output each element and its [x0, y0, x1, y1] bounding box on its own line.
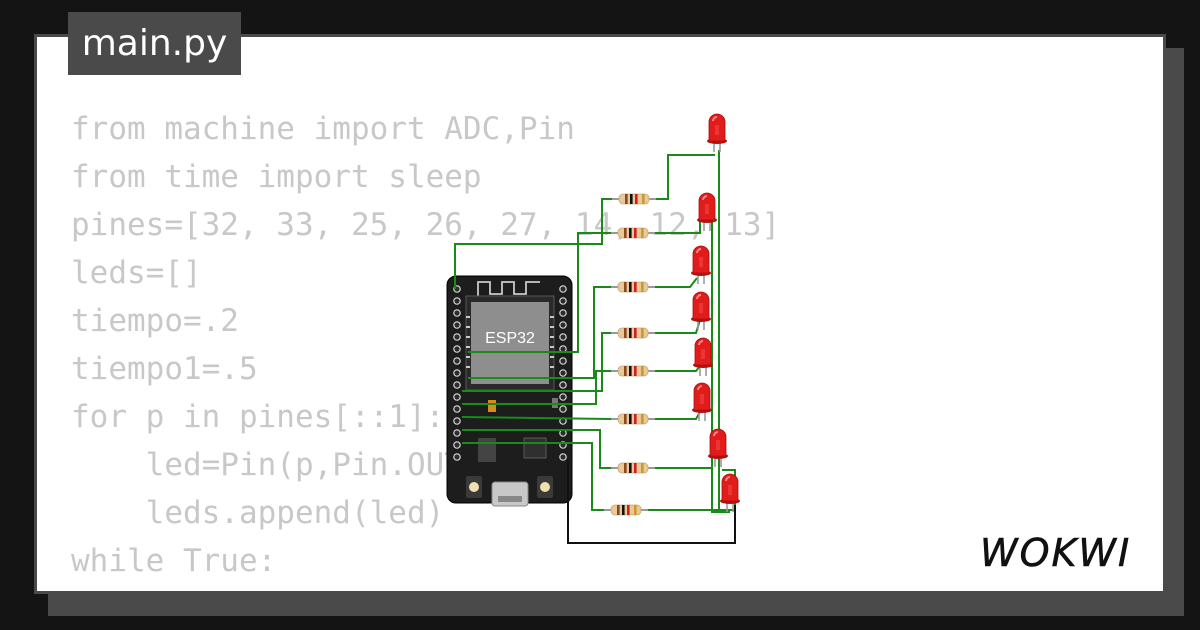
led[interactable]	[706, 113, 728, 153]
code-line: while True:	[71, 543, 277, 579]
code-line: for p in pines[::1]:	[71, 399, 445, 435]
preview-card: from machine import ADC,Pin from time im…	[34, 34, 1166, 594]
code-line: from machine import ADC,Pin	[71, 111, 575, 147]
code-line: tiempo=.2	[71, 303, 239, 339]
resistor[interactable]	[610, 413, 656, 425]
chip-label: ESP32	[485, 330, 535, 347]
led[interactable]	[690, 291, 712, 331]
code-line: pines=[32, 33, 25, 26, 27, 14, 12, 13]	[71, 207, 781, 243]
resistor[interactable]	[611, 193, 657, 205]
led[interactable]	[719, 473, 741, 513]
file-tab-label: main.py	[81, 23, 228, 64]
code-line: leds=[]	[71, 255, 202, 291]
code-line: from time import sleep	[71, 159, 482, 195]
resistor[interactable]	[610, 227, 656, 239]
led[interactable]	[691, 382, 713, 422]
code-line: leds.append(led)	[71, 495, 445, 531]
resistor[interactable]	[610, 365, 656, 377]
resistor[interactable]	[610, 462, 656, 474]
wokwi-logo-text: WOKWI	[980, 531, 1131, 575]
code-line: tiempo1=.5	[71, 351, 258, 387]
esp32-board[interactable]: ESP32	[446, 275, 573, 507]
code-preview: from machine import ADC,Pin from time im…	[71, 105, 781, 591]
wokwi-logo: WOKWI	[980, 531, 1131, 576]
resistor[interactable]	[603, 504, 649, 516]
led[interactable]	[690, 245, 712, 285]
resistor[interactable]	[610, 281, 656, 293]
code-line: led=Pin(p,Pin.OUT)	[71, 447, 482, 483]
ground-wire	[567, 460, 736, 544]
file-tab[interactable]: main.py	[68, 12, 241, 75]
resistor[interactable]	[610, 327, 656, 339]
